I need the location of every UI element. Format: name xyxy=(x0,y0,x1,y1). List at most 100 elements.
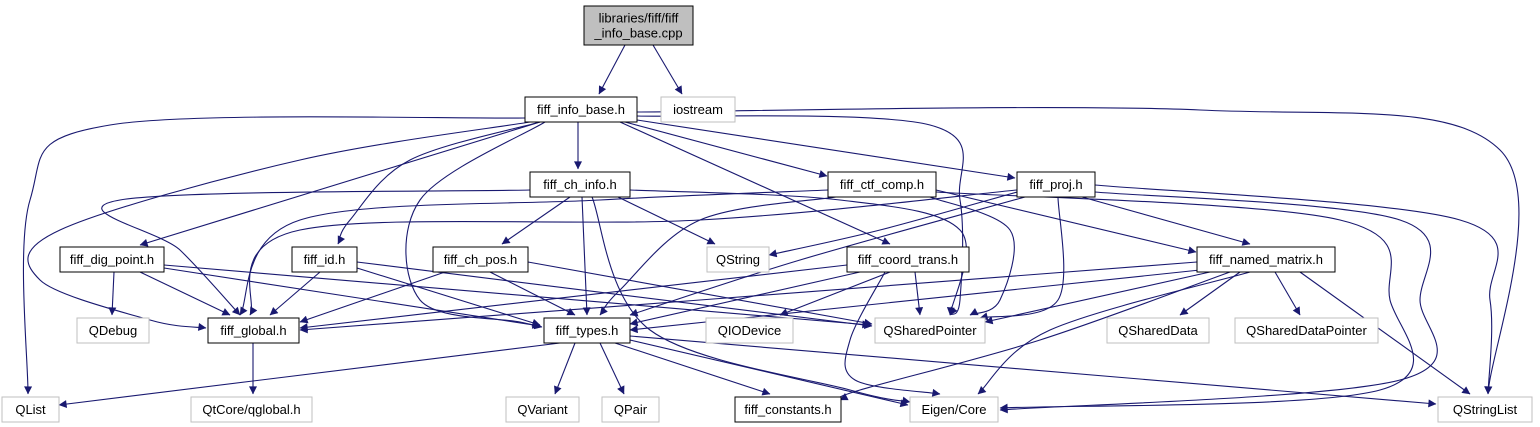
node-box-fiff_types_h xyxy=(543,317,631,344)
node-box-fiff_ch_info_h xyxy=(529,171,631,198)
node-label-QVariant: QVariant xyxy=(517,402,568,417)
node-label-QSharedData: QSharedData xyxy=(1118,323,1198,338)
node-label-fiff_named_matrix_h: fiff_named_matrix.h xyxy=(1209,252,1323,267)
node-box-fiff_id_h xyxy=(291,246,358,273)
node-label-fiff_id_h: fiff_id.h xyxy=(304,252,346,267)
node-box-QList xyxy=(1,396,60,423)
node-box-QSharedDataPointer xyxy=(1234,317,1379,344)
edge-fiff_types_h-to-QPair xyxy=(599,342,625,395)
edge-fiff_info_base_h-to-fiff_ctf_comp_h xyxy=(624,121,828,178)
node-QSharedPointer: QSharedPointer xyxy=(874,317,986,344)
edge-fiff_ch_info_h-to-fiff_ch_pos_h xyxy=(501,196,571,245)
node-box-fiff_ctf_comp_h xyxy=(827,171,937,198)
node-fiff_types_h[interactable]: fiff_types.h xyxy=(543,317,631,344)
edge-fiff_named_matrix_h-to-fiff_global_h xyxy=(299,261,1198,334)
node-fiff_named_matrix_h[interactable]: fiff_named_matrix.h xyxy=(1196,246,1336,273)
node-label-iostream: iostream xyxy=(673,102,723,117)
edge-fiff_id_h-to-fiff_types_h xyxy=(356,267,541,327)
edge-fiff_ctf_comp_h-to-fiff_named_matrix_h xyxy=(935,189,1197,255)
node-QSharedData: QSharedData xyxy=(1106,317,1210,344)
node-root[interactable]: libraries/fiff/fiff_info_base.cpp xyxy=(583,5,694,46)
node-box-QVariant xyxy=(505,396,580,423)
node-box-QtCore_qglobal_h xyxy=(190,396,313,423)
edge-fiff_ch_info_h-to-Eigen_Core xyxy=(591,196,911,405)
node-label-fiff_proj_h: fiff_proj.h xyxy=(1029,177,1082,192)
node-fiff_ch_pos_h[interactable]: fiff_ch_pos.h xyxy=(432,246,529,273)
edge-fiff_ch_info_h-to-fiff_global_h xyxy=(101,189,531,316)
node-box-QStringList xyxy=(1437,396,1533,423)
edge-fiff_ctf_comp_h-to-Eigen_Core xyxy=(935,191,1415,412)
node-label-fiff_ctf_comp_h: fiff_ctf_comp.h xyxy=(840,177,924,192)
node-box-fiff_coord_trans_h xyxy=(846,246,970,273)
edge-fiff_proj_h-to-QSharedPointer xyxy=(979,196,1065,321)
node-fiff_ctf_comp_h[interactable]: fiff_ctf_comp.h xyxy=(827,171,937,198)
edge-fiff_types_h-to-Eigen_Core xyxy=(629,339,909,408)
node-label-QList: QList xyxy=(15,402,46,417)
node-fiff_ch_info_h[interactable]: fiff_ch_info.h xyxy=(529,171,631,198)
edge-fiff_types_h-to-QList xyxy=(58,342,561,409)
node-label-QPair: QPair xyxy=(614,402,648,417)
node-box-root xyxy=(583,5,694,46)
node-label-QIODevice: QIODevice xyxy=(718,323,782,338)
edge-fiff_info_base_h-to-QSharedPointer xyxy=(636,115,964,316)
edge-fiff_coord_trans_h-to-fiff_types_h xyxy=(629,271,861,327)
edge-fiff_proj_h-to-Eigen_Core xyxy=(999,191,1438,414)
node-box-iostream xyxy=(660,96,736,123)
edge-fiff_info_base_h-to-fiff_global_h xyxy=(27,121,531,331)
node-fiff_constants_h[interactable]: fiff_constants.h xyxy=(734,396,842,423)
edge-fiff_coord_trans_h-to-fiff_global_h xyxy=(299,264,848,332)
edge-fiff_info_base_h-to-QList xyxy=(22,116,526,395)
edge-fiff_named_matrix_h-to-fiff_constants_h xyxy=(838,271,1231,401)
node-label-QSharedDataPointer: QSharedDataPointer xyxy=(1246,323,1367,338)
node-QtCore_qglobal_h: QtCore/qglobal.h xyxy=(190,396,313,423)
node-fiff_proj_h[interactable]: fiff_proj.h xyxy=(1016,171,1096,198)
edge-fiff_proj_h-to-QString xyxy=(768,191,1018,258)
node-label-root-line-1: _info_base.cpp xyxy=(593,26,682,41)
edge-fiff_dig_point_h-to-QSharedPointer xyxy=(163,264,871,329)
node-QSharedDataPointer: QSharedDataPointer xyxy=(1234,317,1379,344)
node-fiff_id_h[interactable]: fiff_id.h xyxy=(291,246,358,273)
node-box-QSharedData xyxy=(1106,317,1210,344)
node-box-fiff_named_matrix_h xyxy=(1196,246,1336,273)
node-box-fiff_dig_point_h xyxy=(59,246,165,273)
edge-fiff_named_matrix_h-to-QStringList xyxy=(1299,271,1471,395)
edge-fiff_info_base_h-to-fiff_dig_point_h xyxy=(139,121,541,247)
edge-fiff_ch_pos_h-to-QSharedPointer xyxy=(527,261,873,327)
edge-fiff_named_matrix_h-to-QSharedDataPointer xyxy=(1274,271,1301,316)
edge-root-to-fiff_info_base_h xyxy=(598,44,626,95)
node-box-QIODevice xyxy=(705,317,794,344)
node-label-fiff_coord_trans_h: fiff_coord_trans.h xyxy=(858,252,958,267)
node-fiff_dig_point_h[interactable]: fiff_dig_point.h xyxy=(59,246,165,273)
node-QPair: QPair xyxy=(601,396,660,423)
node-label-fiff_types_h: fiff_types.h xyxy=(556,323,619,338)
node-box-QPair xyxy=(601,396,660,423)
node-fiff_info_base_h[interactable]: fiff_info_base.h xyxy=(524,96,638,123)
edge-fiff_coord_trans_h-to-QIODevice xyxy=(779,271,891,316)
edge-fiff_dig_point_h-to-fiff_types_h xyxy=(163,267,541,329)
edge-fiff_coord_trans_h-to-Eigen_Core xyxy=(844,271,941,397)
edge-fiff_id_h-to-fiff_global_h xyxy=(269,271,321,316)
node-label-QStringList: QStringList xyxy=(1453,402,1518,417)
node-box-fiff_proj_h xyxy=(1016,171,1096,198)
node-box-QSharedPointer xyxy=(874,317,986,344)
node-label-fiff_global_h: fiff_global.h xyxy=(220,323,286,338)
node-box-fiff_global_h xyxy=(207,317,300,344)
node-label-QtCore_qglobal_h: QtCore/qglobal.h xyxy=(202,402,300,417)
node-Eigen_Core: Eigen/Core xyxy=(909,396,999,423)
edge-fiff_coord_trans_h-to-QSharedPointer xyxy=(914,271,924,316)
node-box-QDebug xyxy=(76,317,150,344)
edge-root-to-iostream xyxy=(652,44,683,95)
edges-layer xyxy=(22,44,1520,414)
edge-fiff_ch_pos_h-to-fiff_global_h xyxy=(299,271,446,324)
node-label-root-line-0: libraries/fiff/fiff xyxy=(599,11,679,26)
nodes-layer: libraries/fiff/fiff_info_base.cpp fiff_in… xyxy=(1,5,1533,423)
node-box-fiff_ch_pos_h xyxy=(432,246,529,273)
edge-fiff_ch_info_h-to-QString xyxy=(617,196,716,245)
edge-fiff_dig_point_h-to-fiff_global_h xyxy=(139,271,231,316)
node-QIODevice: QIODevice xyxy=(705,317,794,344)
edge-fiff_proj_h-to-fiff_global_h xyxy=(249,189,1018,316)
node-label-QSharedPointer: QSharedPointer xyxy=(883,323,977,338)
node-fiff_coord_trans_h[interactable]: fiff_coord_trans.h xyxy=(846,246,970,273)
node-fiff_global_h[interactable]: fiff_global.h xyxy=(207,317,300,344)
node-label-Eigen_Core: Eigen/Core xyxy=(921,402,986,417)
